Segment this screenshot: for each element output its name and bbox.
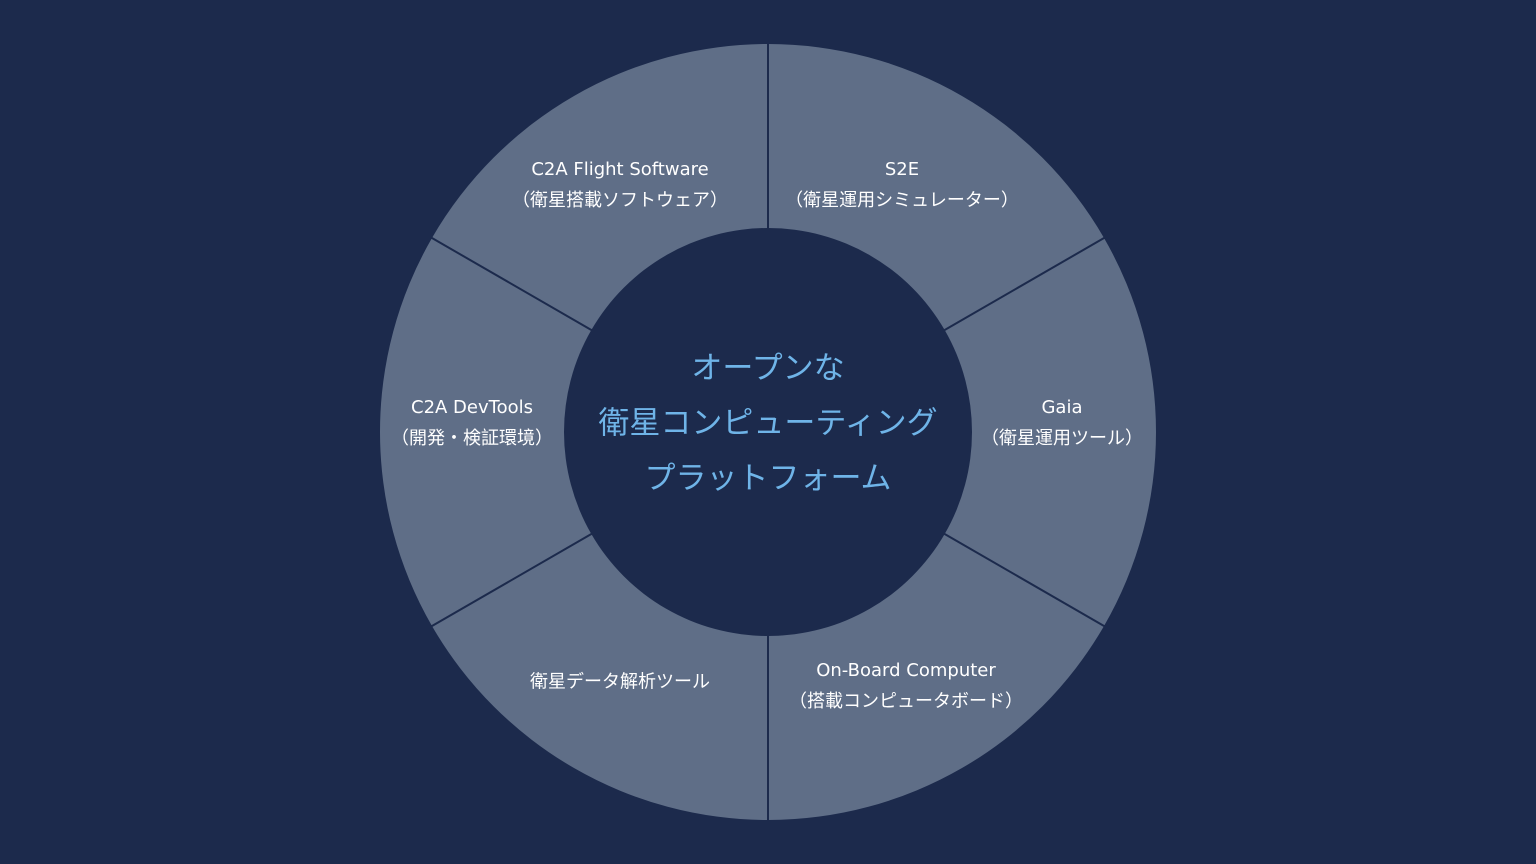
segment-label-devtools: C2A DevTools （開発・検証環境） xyxy=(391,392,553,454)
center-title-line2: 衛星コンピューティング xyxy=(598,405,938,442)
segment-divider xyxy=(943,532,1106,628)
segment-label-flight-software: C2A Flight Software （衛星搭載ソフトウェア） xyxy=(512,154,728,216)
center-title: オープンな 衛星コンピューティング プラットフォーム xyxy=(598,342,937,507)
ring-segment-on-board-computer xyxy=(768,534,1105,820)
center-title-line3: プラットフォーム xyxy=(644,460,892,497)
segment-divider xyxy=(430,532,593,628)
segment-title-s2e: S2E xyxy=(884,159,920,180)
segment-title-on-board-computer: On-Board Computer xyxy=(816,660,996,681)
segment-title-devtools: C2A DevTools xyxy=(411,397,533,418)
center-title-line1: オープンな xyxy=(691,350,845,387)
ring-segment-gaia xyxy=(944,238,1156,626)
segment-subtitle-flight-software: （衛星搭載ソフトウェア） xyxy=(512,190,728,211)
segment-subtitle-devtools: （開発・検証環境） xyxy=(391,428,553,449)
segment-label-on-board-computer: On-Board Computer （搭載コンピュータボード） xyxy=(789,655,1023,717)
segment-label-s2e: S2E （衛星運用シミュレーター） xyxy=(785,154,1019,216)
ring-segment-flight-software xyxy=(431,44,768,330)
segment-title-gaia: Gaia xyxy=(1041,397,1083,418)
segment-divider xyxy=(430,236,593,332)
segment-subtitle-on-board-computer: （搭載コンピュータボード） xyxy=(789,691,1023,712)
segment-title-data-analysis: 衛星データ解析ツール xyxy=(530,671,710,693)
segment-title-flight-software: C2A Flight Software xyxy=(531,159,709,180)
segment-label-data-analysis: 衛星データ解析ツール xyxy=(530,667,710,698)
ring-segment-devtools xyxy=(380,238,592,626)
ring-segment-s2e xyxy=(768,44,1105,330)
ring-segment-data-analysis xyxy=(431,534,768,820)
segment-divider xyxy=(943,236,1106,332)
segment-subtitle-s2e: （衛星運用シミュレーター） xyxy=(785,190,1019,211)
segment-subtitle-gaia: （衛星運用ツール） xyxy=(981,428,1143,449)
segment-label-gaia: Gaia （衛星運用ツール） xyxy=(981,392,1143,454)
